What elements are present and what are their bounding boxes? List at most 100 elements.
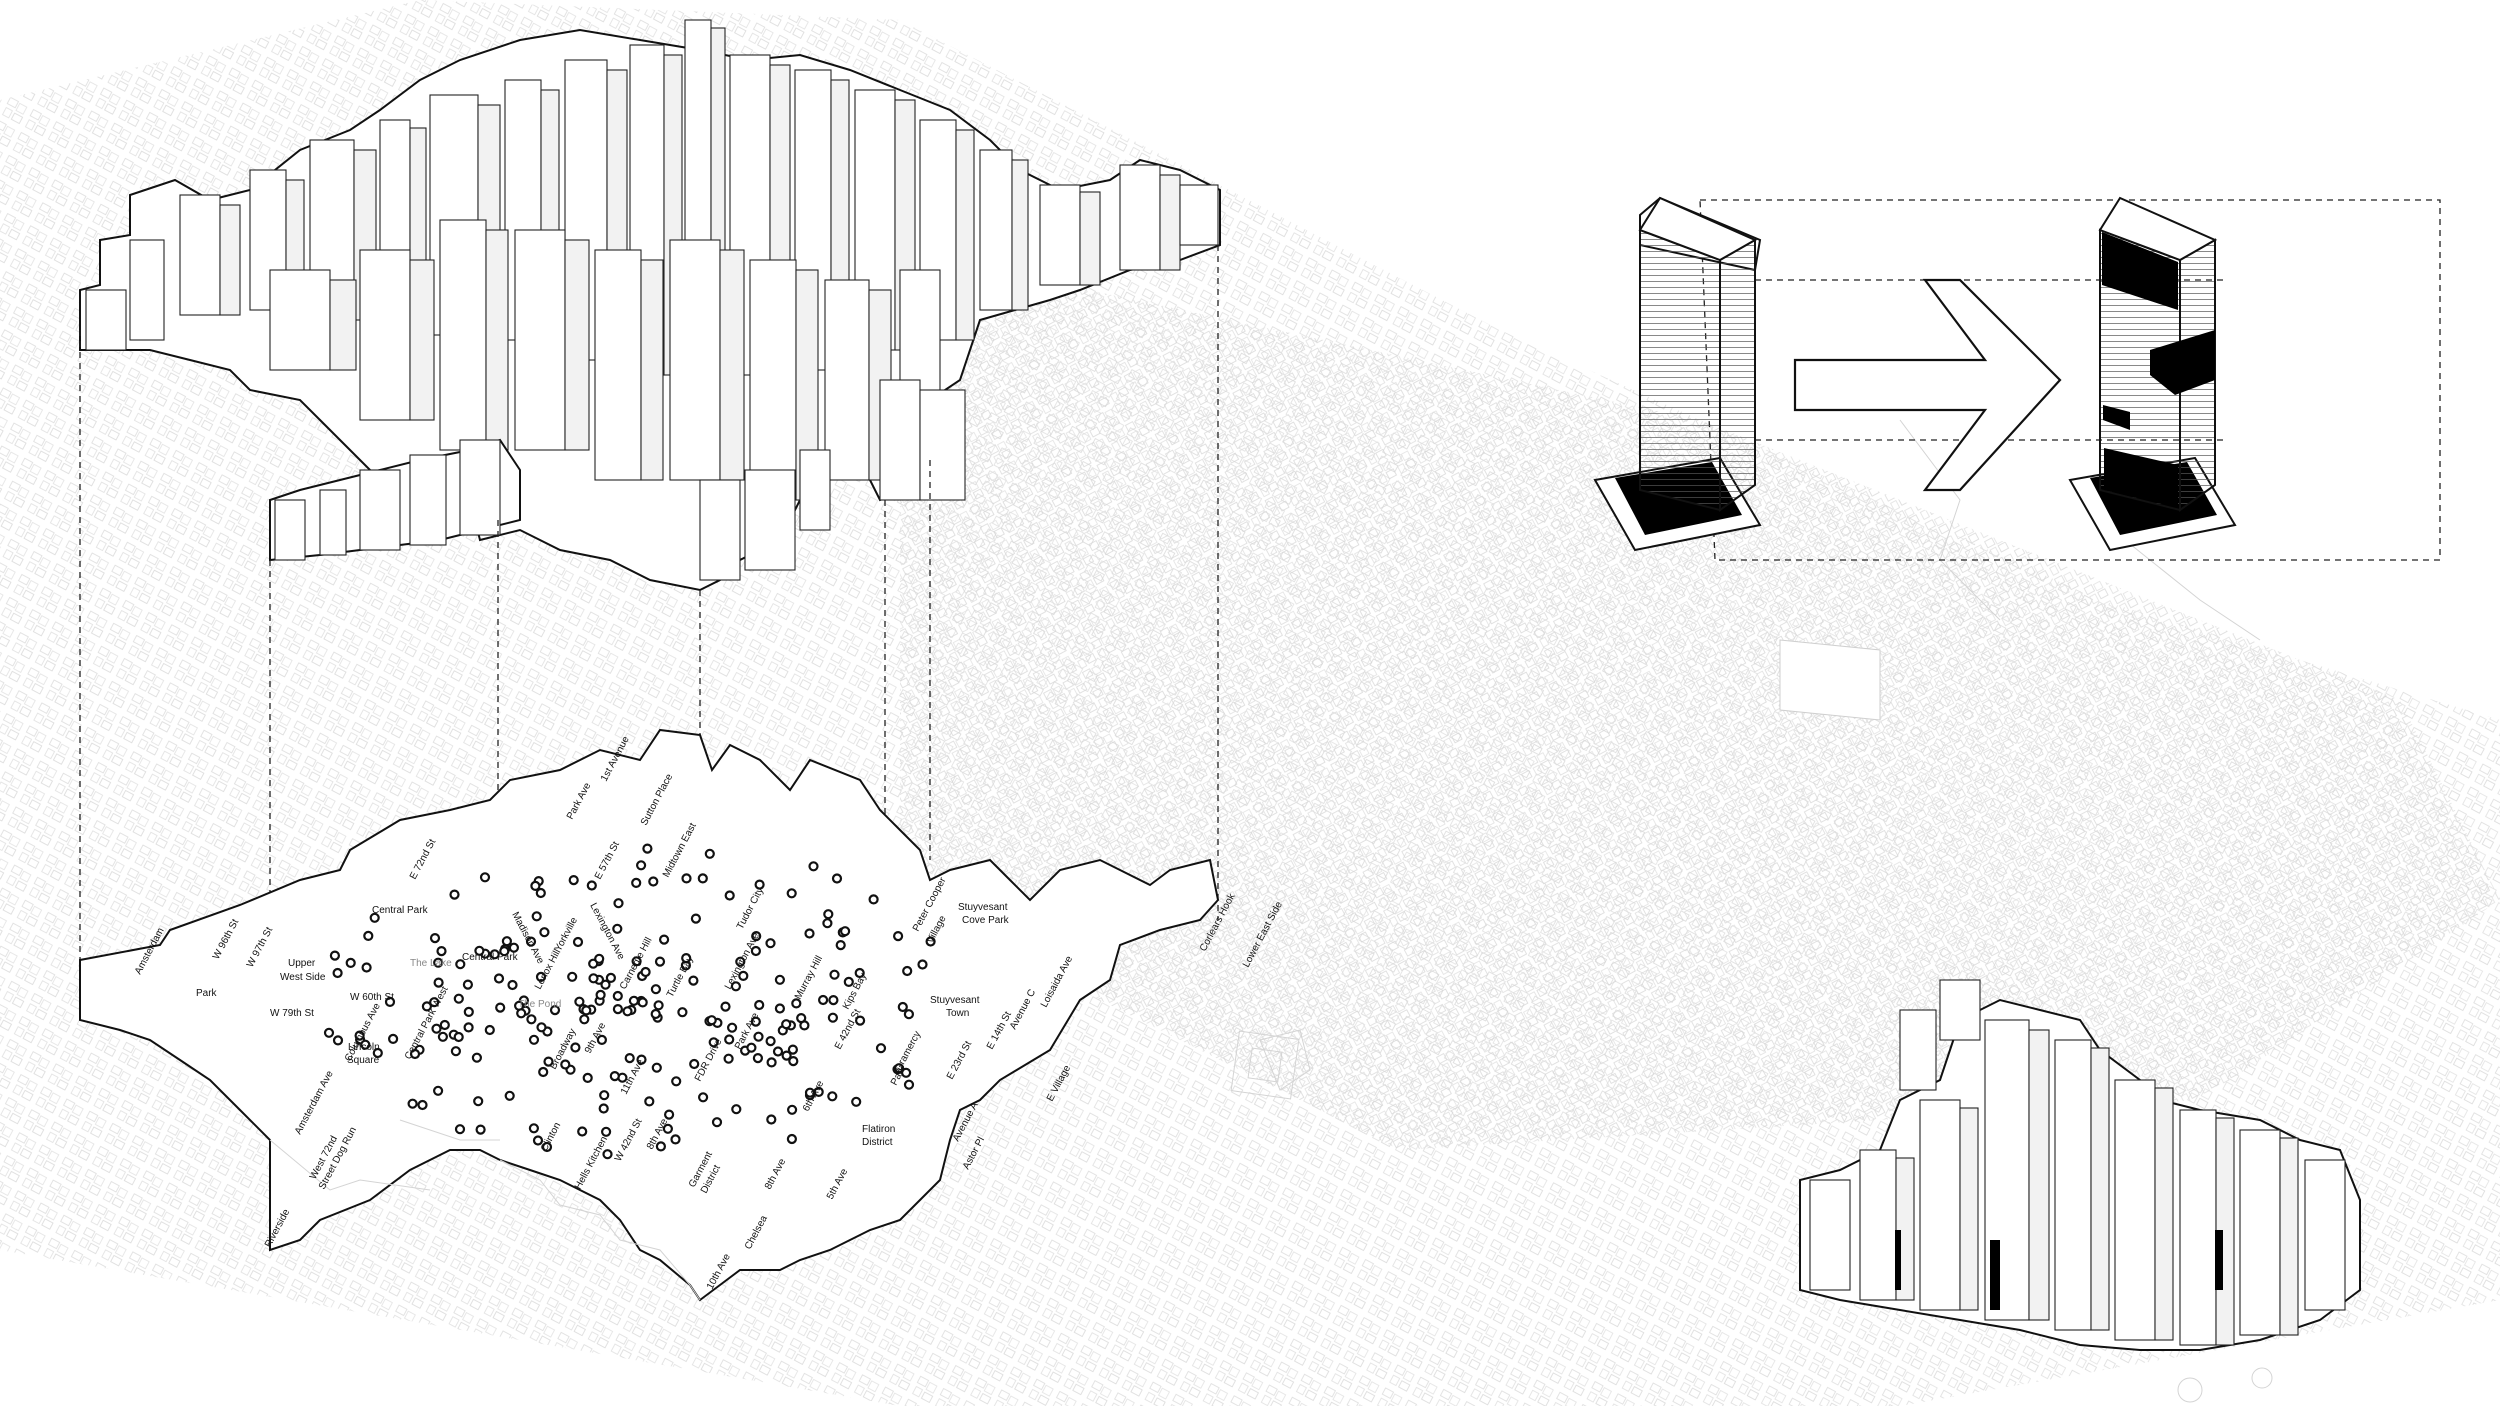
poi-marker-icon xyxy=(536,1022,547,1033)
poi-marker-icon xyxy=(543,1056,554,1067)
poi-marker-icon xyxy=(605,972,617,984)
poi-marker-icon xyxy=(501,936,512,947)
poi-marker-icon xyxy=(454,1124,466,1135)
poi-marker-icon xyxy=(541,1141,553,1153)
poi-marker-icon xyxy=(746,1042,757,1053)
poi-marker-icon xyxy=(433,957,444,968)
poi-marker-icon xyxy=(751,930,762,942)
poi-marker-icon xyxy=(720,1001,731,1012)
poi-marker-icon xyxy=(598,1103,609,1114)
poi-marker-icon xyxy=(690,913,702,924)
poi-marker-icon xyxy=(599,1090,610,1101)
poi-marker-icon xyxy=(471,1052,482,1063)
poi-marker-icon xyxy=(654,956,666,967)
poi-marker-icon xyxy=(723,1053,734,1064)
poi-marker-icon xyxy=(600,979,611,990)
poi-marker-icon xyxy=(429,932,441,944)
poi-marker-icon xyxy=(463,1022,474,1033)
poi-marker-icon xyxy=(754,999,765,1011)
poi-marker-icon xyxy=(786,1104,798,1115)
poi-marker-icon xyxy=(875,1043,887,1054)
poi-marker-icon xyxy=(671,1076,682,1087)
poi-marker-icon xyxy=(528,1123,540,1134)
poi-marker-icon xyxy=(697,1092,709,1103)
poi-marker-icon xyxy=(900,1067,912,1078)
poi-marker-icon xyxy=(765,1035,776,1047)
poi-marker-icon xyxy=(827,1012,839,1023)
poi-marker-icon xyxy=(765,938,776,949)
poi-marker-icon xyxy=(323,1027,335,1038)
map-label: Cove Park xyxy=(962,915,1010,926)
poi-marker-icon xyxy=(622,1006,633,1017)
map-label: The Lake xyxy=(410,958,452,969)
poi-marker-icon xyxy=(662,1123,674,1134)
poi-marker-icon xyxy=(525,936,537,947)
poi-marker-icon xyxy=(473,1096,484,1107)
tower-after xyxy=(2068,196,2237,552)
map-label: Central Park xyxy=(462,952,519,963)
poi-marker-icon xyxy=(689,1058,700,1070)
map-label: The Pond xyxy=(518,999,561,1010)
poi-marker-icon xyxy=(697,873,708,884)
tower-transformation-diagram xyxy=(1593,196,2441,561)
poi-marker-icon xyxy=(642,843,653,854)
poi-marker-icon xyxy=(439,1019,450,1031)
poi-marker-icon xyxy=(363,930,374,942)
poi-marker-icon xyxy=(917,959,928,970)
poi-marker-icon xyxy=(568,874,579,886)
poi-marker-icon xyxy=(588,973,599,984)
poi-marker-icon xyxy=(724,890,735,901)
elevated-building-cluster xyxy=(79,19,1221,592)
poi-marker-icon xyxy=(893,1063,905,1074)
poi-marker-icon xyxy=(613,898,624,909)
poi-marker-icon xyxy=(796,1012,807,1024)
poi-marker-icon xyxy=(372,1047,383,1059)
poi-marker-icon xyxy=(772,1046,784,1057)
poi-marker-icon xyxy=(609,1070,620,1082)
poi-marker-icon xyxy=(479,872,491,883)
poi-marker-icon xyxy=(788,1055,799,1067)
poi-marker-icon xyxy=(752,1052,764,1064)
poi-marker-icon xyxy=(538,1066,549,1078)
poi-marker-icon xyxy=(539,927,550,938)
poi-marker-icon xyxy=(735,956,746,967)
map-label: Stuyvesant xyxy=(958,902,1008,913)
poi-marker-icon xyxy=(636,1054,647,1065)
map-label: Stuyvesant xyxy=(930,995,980,1006)
poi-marker-icon xyxy=(786,888,797,899)
poi-marker-icon xyxy=(670,1134,681,1145)
flat-map-outline xyxy=(79,728,1220,1302)
poi-marker-icon xyxy=(648,876,659,887)
poi-marker-icon xyxy=(579,1014,590,1025)
poi-marker-icon xyxy=(635,860,647,871)
poi-marker-icon xyxy=(731,1104,742,1115)
poi-marker-icon xyxy=(345,957,356,969)
poi-marker-icon xyxy=(754,879,765,890)
poi-marker-icon xyxy=(508,942,520,953)
poi-marker-icon xyxy=(651,1062,662,1073)
poi-marker-icon xyxy=(829,969,840,980)
map-label: Central Park xyxy=(372,905,429,916)
poi-marker-icon xyxy=(574,996,585,1007)
poi-marker-icon xyxy=(663,1109,675,1120)
poi-marker-icon xyxy=(804,1087,816,1098)
poi-marker-icon xyxy=(453,993,464,1004)
poi-marker-icon xyxy=(526,1014,537,1025)
poi-marker-icon xyxy=(530,880,541,892)
poi-marker-icon xyxy=(475,1124,486,1135)
poi-marker-icon xyxy=(361,962,372,973)
poi-marker-icon xyxy=(903,1079,915,1090)
poi-marker-icon xyxy=(431,1023,442,1034)
poi-marker-icon xyxy=(535,887,546,899)
poi-marker-icon xyxy=(450,1046,461,1057)
poi-marker-icon xyxy=(650,984,662,995)
poi-marker-icon xyxy=(730,981,742,992)
poi-marker-icon xyxy=(708,1037,719,1048)
poi-marker-icon xyxy=(531,911,542,922)
poi-marker-icon xyxy=(774,974,786,985)
poi-marker-icon xyxy=(407,1098,418,1109)
poi-marker-icon xyxy=(724,1034,735,1045)
map-label: West Side xyxy=(280,972,326,983)
poi-marker-icon xyxy=(332,1035,344,1046)
